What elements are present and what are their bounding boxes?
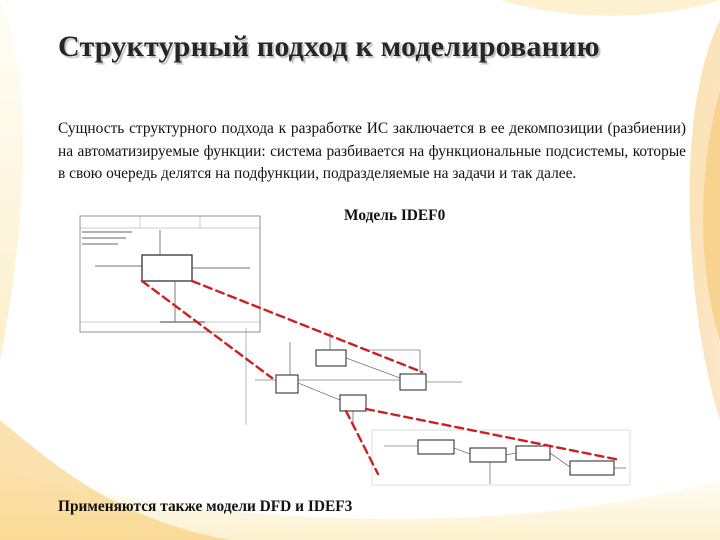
background-swoosh-bottom [0,470,720,540]
idef0-box-subfunction-1 [275,374,299,394]
idef0-context-diagram [79,215,261,333]
background-swoosh-bottom-left [0,420,230,540]
idef0-box-task-1 [417,439,455,455]
model-label: Модель IDEF0 [344,207,446,224]
decomposition-line-2 [190,279,424,374]
idef0-box-task-4 [569,460,615,476]
idef0-box-main-function [141,254,193,282]
decomposition-line-3 [344,409,380,476]
slide-title: Структурный подход к моделированию [58,30,600,63]
idef0-box-task-2 [469,447,507,463]
background-swoosh-right-inner [703,90,720,340]
idef0-level-a0-diagram [245,328,462,425]
decomposition-line-1 [140,279,274,380]
idef0-box-subfunction-3 [339,394,367,412]
idef0-level-a2-diagram [371,429,631,486]
decomposition-dashed-lines [140,279,622,476]
background-swoosh-left [0,0,24,360]
idef0-box-subfunction-4 [399,373,427,391]
body-paragraph: Сущность структурного подхода к разработ… [58,120,686,182]
idef0-box-task-3 [515,445,551,461]
footer-note: Применяются также модели DFD и IDEF3 [58,498,353,515]
decomposition-line-4 [364,407,622,462]
idef0-box-subfunction-2 [315,349,347,367]
background-swoosh-top-right [500,0,720,16]
